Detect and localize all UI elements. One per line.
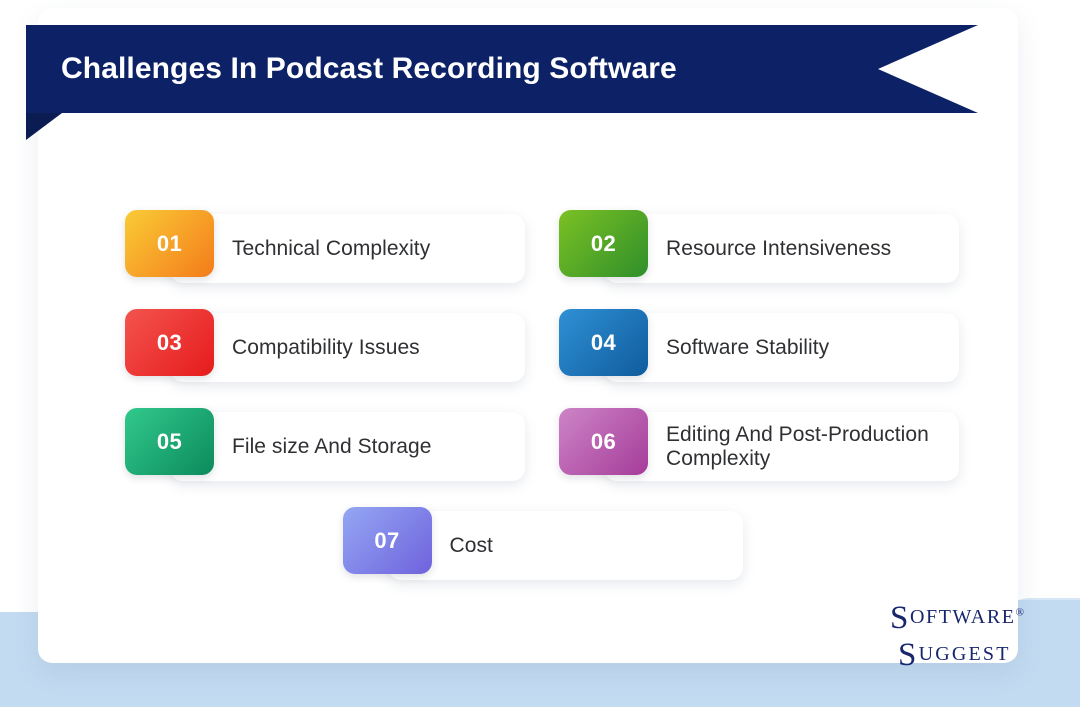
challenge-label: Editing And Post-Production Complexity: [666, 422, 929, 470]
logo-line-suggest: SUGGEST: [898, 639, 1030, 672]
challenge-label: Cost: [449, 533, 493, 557]
ribbon-fold-corner: [26, 113, 62, 140]
challenge-number-badge: 03: [125, 309, 214, 376]
challenge-label: File size And Storage: [232, 434, 432, 458]
challenge-item-01[interactable]: Technical Complexity 01: [125, 210, 525, 283]
logo-word-oftware: OFTWARE: [909, 606, 1016, 628]
challenge-card: Resource Intensiveness: [604, 214, 959, 283]
challenges-row-1: Technical Complexity 01 Resource Intensi…: [125, 210, 960, 309]
challenge-label: Resource Intensiveness: [666, 236, 892, 260]
logo-cap-s2: S: [898, 637, 919, 673]
header-ribbon: Challenges In Podcast Recording Software: [26, 25, 978, 140]
challenge-number-badge: 01: [125, 210, 214, 277]
challenge-label: Software Stability: [666, 335, 830, 359]
challenge-item-04[interactable]: Software Stability 04: [559, 309, 959, 382]
challenge-number-badge: 04: [559, 309, 648, 376]
challenges-row-4: Cost 07: [125, 507, 960, 606]
challenge-number-badge: 02: [559, 210, 648, 277]
challenge-item-07[interactable]: Cost 07: [342, 507, 743, 580]
challenges-row-3: File size And Storage 05 Editing And Pos…: [125, 408, 960, 507]
page-title: Challenges In Podcast Recording Software: [61, 52, 677, 85]
ribbon-body: Challenges In Podcast Recording Software: [26, 25, 978, 113]
logo-word-uggest: UGGEST: [918, 643, 1011, 665]
challenge-item-06[interactable]: Editing And Post-Production Complexity 0…: [559, 408, 959, 481]
challenge-card: Cost: [387, 511, 743, 580]
challenge-item-05[interactable]: File size And Storage 05: [125, 408, 525, 481]
challenge-number-badge: 06: [559, 408, 648, 475]
challenges-grid: Technical Complexity 01 Resource Intensi…: [125, 210, 960, 606]
softwaresuggest-logo: SOFTWARE® SUGGEST: [890, 602, 1030, 672]
challenge-number-badge: 07: [342, 507, 432, 574]
challenge-card: Compatibility Issues: [170, 313, 525, 382]
logo-cap-s1: S: [890, 600, 910, 636]
challenge-number-badge: 05: [125, 408, 214, 475]
challenge-card: Software Stability: [604, 313, 959, 382]
challenge-item-02[interactable]: Resource Intensiveness 02: [559, 210, 959, 283]
challenges-row-2: Compatibility Issues 03 Software Stabili…: [125, 309, 960, 408]
challenge-label: Compatibility Issues: [232, 335, 420, 359]
logo-line-software: SOFTWARE®: [890, 602, 1030, 635]
challenge-card: Editing And Post-Production Complexity: [604, 412, 959, 481]
challenge-item-03[interactable]: Compatibility Issues 03: [125, 309, 525, 382]
challenge-label: Technical Complexity: [232, 236, 431, 260]
challenge-card: Technical Complexity: [170, 214, 525, 283]
challenge-card: File size And Storage: [170, 412, 525, 481]
registered-trademark-icon: ®: [1015, 606, 1024, 619]
